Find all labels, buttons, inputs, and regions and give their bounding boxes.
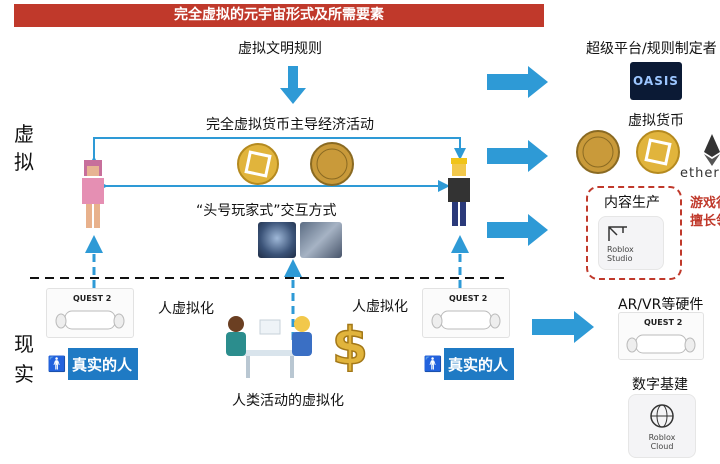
quest2-headset-left: QUEST 2 [46, 288, 134, 338]
economy-line [88, 137, 466, 168]
infrastructure-label: 数字基建 [632, 377, 688, 393]
content-production-box [586, 186, 682, 280]
rules-down-arrow [280, 66, 306, 104]
robux-coin-icon [636, 130, 680, 174]
person-icon: 🚹 [422, 348, 444, 380]
roblox-studio-line-2: Studio [607, 254, 633, 263]
headset-text-left: QUEST 2 [73, 294, 112, 303]
super-platform-label: 超级平台/规则制定者 [586, 41, 717, 57]
game-note-line-2: 擅长领 [690, 214, 720, 229]
headset-icon [431, 310, 501, 330]
oasis-logo-text: OASIS [633, 74, 679, 88]
right-arrow-1 [487, 66, 548, 98]
roblox-cloud-card: Roblox Cloud [628, 394, 696, 458]
interaction-label: “头号玩家式”交互方式 [196, 203, 337, 219]
ethereum-icon [704, 134, 720, 157]
economy-label: 完全虚拟货币主导经济活动 [206, 117, 374, 133]
interaction-image-2 [300, 222, 342, 258]
game-note-line-1: 游戏行 [690, 196, 720, 211]
human-activity-label: 人类活动的虚拟化 [232, 393, 344, 409]
side-label-real-2: 实 [14, 362, 34, 386]
avatar-female-icon [82, 160, 104, 228]
headset-text-hardware: QUEST 2 [644, 318, 683, 327]
interaction-image-1 [258, 222, 296, 258]
currency-label: 虚拟货币 [628, 113, 684, 129]
headset-icon [626, 334, 696, 354]
headset-icon [55, 310, 125, 330]
robux-coin-icon [237, 143, 279, 185]
virtualize-left-label: 人虚拟化 [158, 301, 214, 317]
side-label-virtual-2: 拟 [14, 150, 34, 174]
roblox-cloud-line-1: Roblox [648, 433, 676, 442]
real-person-badge-left: 🚹 真实的人 [46, 348, 138, 380]
coin-group [237, 142, 354, 186]
roblox-studio-card: Roblox Studio [598, 216, 664, 270]
quest2-headset-right: QUEST 2 [422, 288, 510, 338]
roblox-studio-line-1: Roblox [607, 245, 634, 254]
right-arrow-4 [532, 311, 594, 343]
headset-text-right: QUEST 2 [449, 294, 488, 303]
ether-text: ether [680, 166, 720, 181]
oasis-logo: OASIS [630, 62, 682, 100]
side-label-virtual-1: 虚 [14, 122, 34, 146]
avatar-male-icon [448, 158, 470, 226]
svg-text:$: $ [332, 317, 368, 372]
title-banner: 完全虚拟的元宇宙形式及所需要素 [14, 4, 544, 27]
civilization-rules-label: 虚拟文明规则 [238, 41, 322, 57]
roblox-cloud-line-2: Cloud [650, 442, 674, 451]
right-arrow-3 [487, 214, 548, 246]
right-arrow-2 [487, 140, 548, 172]
dollar-icon: $ [331, 316, 369, 372]
real-person-left-label: 真实的人 [72, 355, 133, 374]
currency-icons [576, 130, 720, 174]
virtualize-right-label: 人虚拟化 [352, 299, 408, 315]
side-label-real-1: 现 [14, 332, 34, 356]
real-person-right-label: 真实的人 [448, 355, 509, 374]
hardware-label: AR/VR等硬件 [618, 297, 704, 313]
globe-icon [650, 404, 674, 428]
content-production-label: 内容生产 [604, 195, 660, 211]
crane-icon [608, 226, 627, 241]
quest2-headset-hardware: QUEST 2 [618, 312, 704, 360]
person-icon: 🚹 [46, 348, 68, 380]
real-person-badge-right: 🚹 真实的人 [422, 348, 514, 380]
meeting-people-illustration [226, 316, 312, 378]
